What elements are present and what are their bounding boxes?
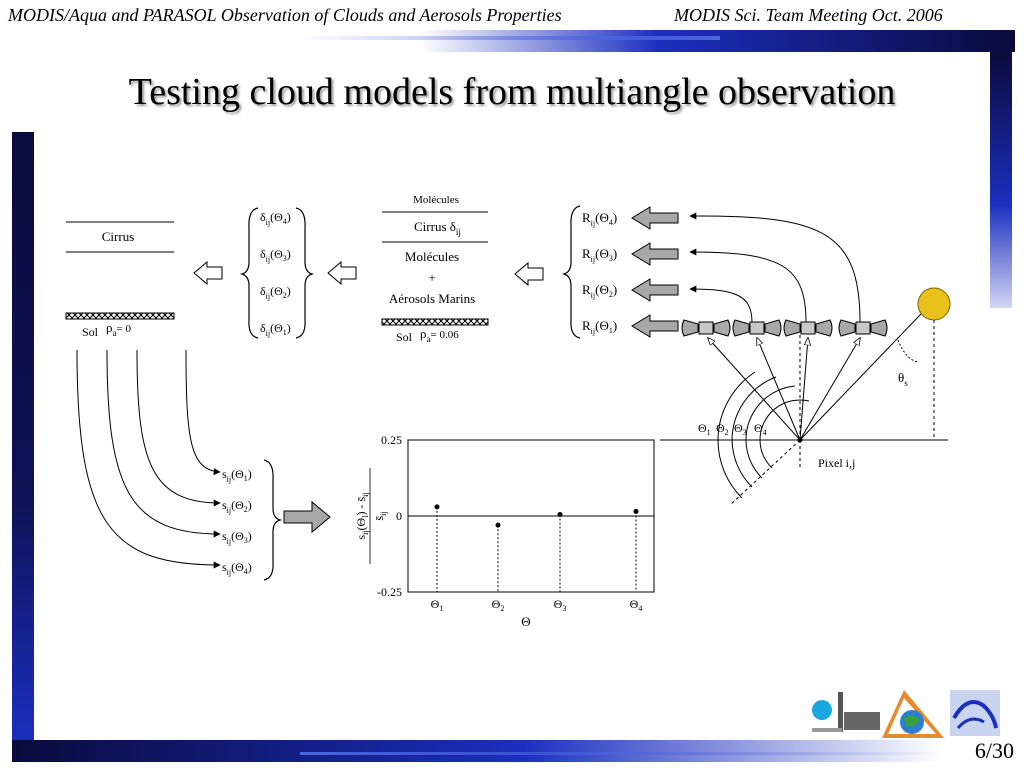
logos — [812, 690, 1000, 738]
plus-label: + — [428, 270, 435, 285]
s-term-3: sij(Θ3) — [222, 529, 252, 546]
globe-logo — [882, 690, 944, 738]
deviation-chart: 0.25 0 -0.25 Θ1 Θ2 Θ3 Θ4 Θ sij(Θl) - s̄ij s̄i… — [354, 433, 655, 629]
chart-y-axis-label: sij(Θl) - s̄ij s̄ij — [354, 468, 388, 564]
pixel-point — [797, 437, 803, 443]
open-arrow-left-3 — [514, 261, 544, 287]
chart-x-axis-label: Θ — [521, 614, 530, 629]
rho-symbol: ρa= 0 — [106, 320, 131, 338]
chart-x-label-1: Θ1 — [431, 597, 444, 613]
right-vertical-bar — [990, 50, 1012, 308]
reflectance-term-4: Rij(Θ4) — [582, 210, 617, 228]
chart-point-2 — [495, 522, 501, 528]
svg-text:s̄ij: s̄ij — [372, 511, 388, 520]
molecules-top-label: Molécules — [413, 194, 459, 206]
sun-icon — [917, 287, 951, 321]
sol-label: Sol — [82, 325, 99, 339]
open-arrow-left-2 — [327, 260, 357, 286]
slide-header: MODIS/Aqua and PARASOL Observation of Cl… — [0, 0, 1024, 32]
reflectance-brace-group: Rij(Θ4) Rij(Θ3) Rij(Θ2) Rij(Θ1) — [561, 205, 617, 339]
chart-point-4 — [633, 508, 639, 514]
chart-y-ticks: 0.25 0 -0.25 — [377, 433, 402, 599]
reflectance-term-2: Rij(Θ2) — [582, 282, 617, 300]
open-arrow-left-1 — [193, 260, 223, 286]
ground-hatch-middle — [381, 318, 489, 326]
s-term-1: sij(Θ1) — [222, 467, 252, 484]
gray-arrow-2 — [631, 278, 679, 302]
chart-point-3 — [557, 511, 563, 517]
top-right-bar — [420, 30, 1015, 52]
cirrus-delta-label: Cirrus δij — [414, 219, 461, 237]
sol-label-middle: Sol — [396, 330, 413, 344]
gray-arrow-3 — [631, 242, 679, 266]
angle-labels: Θ1 Θ2 Θ3 Θ4 — [698, 421, 767, 437]
cnrs-logo — [950, 690, 1000, 736]
delta-brace-group: δij(Θ4) δij(Θ3) δij(Θ2) δij(Θ1) — [239, 207, 315, 339]
angle-label-1: Θ1 — [698, 421, 711, 437]
reflectance-term-3: Rij(Θ3) — [582, 246, 617, 264]
gray-arrow-to-chart — [283, 500, 331, 534]
delta-term-3: δij(Θ3) — [260, 247, 291, 264]
reflectance-term-1: Rij(Θ1) — [582, 318, 617, 336]
header-left-text: MODIS/Aqua and PARASOL Observation of Cl… — [8, 5, 562, 25]
s-term-2: sij(Θ2) — [222, 498, 252, 515]
chart-x-label-4: Θ4 — [630, 597, 643, 613]
page-number: 6/30 — [974, 738, 1014, 763]
chart-y-tick-2: -0.25 — [377, 585, 402, 599]
delta-term-4: δij(Θ4) — [260, 210, 291, 227]
header-right-text: MODIS Sci. Team Meeting Oct. 2006 — [674, 5, 943, 25]
bottom-bar — [12, 740, 942, 762]
chart-points — [434, 504, 639, 592]
theta-s-label: θs — [898, 370, 908, 388]
top-right-bar-thin — [300, 36, 720, 40]
curved-view-arrows — [689, 212, 861, 323]
satellite-icon-4 — [838, 319, 888, 337]
s-brace-group: sij(Θ1) sij(Θ2) sij(Θ3) sij(Θ4) — [222, 459, 283, 581]
angle-label-2: Θ2 — [716, 421, 729, 437]
angle-label-4: Θ4 — [754, 421, 767, 437]
chart-x-label-3: Θ3 — [554, 597, 567, 613]
cirrus-label: Cirrus — [102, 229, 135, 244]
left-vertical-bar — [12, 132, 34, 744]
s-term-4: sij(Θ4) — [222, 560, 252, 577]
middle-atmosphere: Molécules Cirrus δij Molécules + Aérosol… — [381, 194, 489, 344]
geometry-rays — [660, 313, 948, 506]
gray-arrow-1 — [631, 314, 679, 338]
gray-arrow-4 — [631, 206, 679, 230]
aerosols-label: Aérosols Marins — [389, 291, 475, 306]
ustl-logo — [812, 692, 880, 732]
bottom-bar-thin — [300, 752, 940, 755]
molecules-label: Molécules — [405, 249, 459, 264]
angle-label-3: Θ3 — [734, 421, 747, 437]
chart-x-label-2: Θ2 — [492, 597, 505, 613]
chart-point-1 — [434, 504, 440, 510]
delta-term-2: δij(Θ2) — [260, 284, 291, 301]
satellite-icon-1 — [681, 319, 731, 337]
chart-y-axis-label-text: sij(Θl) - s̄ij — [354, 492, 370, 539]
rho-symbol-middle: ρa= 0.06 — [420, 326, 459, 344]
satellite-icon-2 — [732, 319, 782, 337]
gray-arrows — [631, 206, 679, 338]
chart-y-tick-1: 0 — [396, 509, 402, 523]
slide-title: Testing cloud models from multiangle obs… — [128, 71, 896, 113]
ground-hatch — [65, 312, 175, 320]
chart-x-labels: Θ1 Θ2 Θ3 Θ4 — [431, 597, 643, 613]
pixel-label: Pixel i,j — [818, 456, 855, 470]
left-atmosphere: Cirrus Sol ρa= 0 — [65, 221, 175, 339]
chart-y-tick-0: 0.25 — [381, 433, 402, 447]
delta-term-1: δij(Θ1) — [260, 321, 291, 338]
s-curves — [76, 349, 221, 569]
satellite-icons — [681, 319, 888, 337]
satellite-icon-3 — [783, 319, 833, 337]
